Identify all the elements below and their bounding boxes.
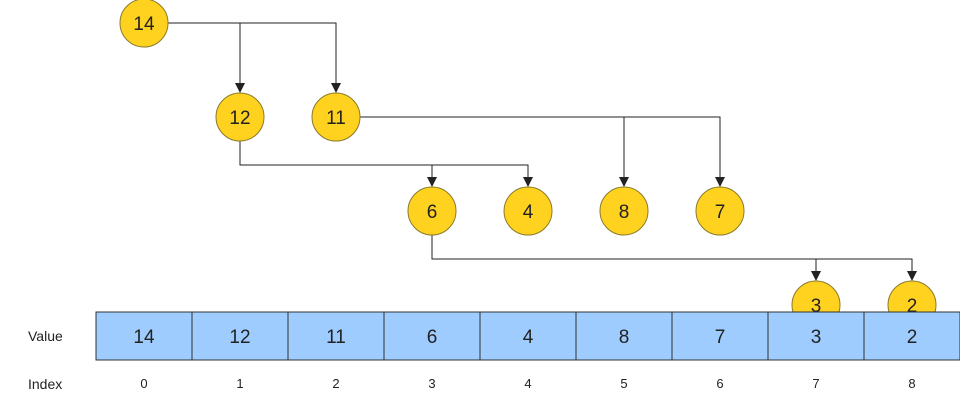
array-cell-value: 14 (133, 327, 155, 348)
node-circle (695, 186, 745, 236)
node-value: 14 (133, 14, 155, 35)
tree-node-3: 6 (407, 186, 457, 236)
array-cell-value: 7 (715, 327, 726, 348)
node-value: 7 (715, 202, 726, 223)
array-cell-7 (767, 311, 865, 361)
node-value: 2 (907, 296, 918, 317)
tree-node-0: 14 (119, 0, 169, 48)
node-value: 3 (811, 296, 822, 317)
node-circle (119, 0, 169, 48)
array-index-label: 4 (524, 376, 531, 391)
array-cell-value: 2 (907, 327, 918, 348)
node-value: 4 (523, 202, 534, 223)
tree-node-1: 12 (215, 92, 265, 142)
array-index-label: 1 (236, 376, 243, 391)
array-index-label: 2 (332, 376, 339, 391)
node-value: 8 (619, 202, 630, 223)
array-cell-value: 4 (523, 327, 534, 348)
array-index-label: 0 (140, 376, 147, 391)
array-index-label: 7 (812, 376, 819, 391)
index-row-label: Index (28, 376, 62, 392)
array-cell-3 (383, 311, 481, 361)
edge-3-to-7 (431, 235, 821, 281)
array-cell-value: 12 (229, 327, 250, 348)
edge-0-to-1 (168, 22, 245, 93)
array-index-label: 8 (908, 376, 915, 391)
tree-node-2: 11 (311, 92, 361, 142)
edge-1-to-3 (239, 141, 437, 187)
array-index-label: 5 (620, 376, 627, 391)
node-circle (599, 186, 649, 236)
node-circle (503, 186, 553, 236)
array-cell-value: 8 (619, 327, 630, 348)
edge-2-to-5 (360, 116, 629, 187)
node-circle (407, 186, 457, 236)
tree-node-5: 8 (599, 186, 649, 236)
array-cell-4 (479, 311, 577, 361)
array-cell-8 (863, 311, 960, 361)
node-circle (311, 92, 361, 142)
array-index-label: 3 (428, 376, 435, 391)
tree-node-4: 4 (503, 186, 553, 236)
node-value: 6 (427, 202, 438, 223)
array-cell-6 (671, 311, 769, 361)
edge-2-to-6 (360, 116, 725, 187)
edge-3-to-8 (431, 235, 917, 281)
array-cell-1 (191, 311, 289, 361)
array-cell-5 (575, 311, 673, 361)
array-cell-value: 3 (811, 327, 822, 348)
node-circle (215, 92, 265, 142)
array-index-label: 6 (716, 376, 723, 391)
array-cell-value: 6 (427, 327, 438, 348)
array-cell-0 (95, 311, 193, 361)
tree-edges (168, 22, 917, 281)
node-value: 11 (326, 108, 346, 129)
tree-nodes: 14 12 11 6 4 8 7 3 2 (119, 0, 937, 330)
node-value: 12 (229, 108, 250, 129)
edge-0-to-2 (168, 22, 341, 93)
array-cell-value: 11 (326, 327, 346, 348)
value-row-label: Value (28, 328, 63, 344)
tree-node-6: 7 (695, 186, 745, 236)
edge-1-to-4 (239, 141, 533, 187)
